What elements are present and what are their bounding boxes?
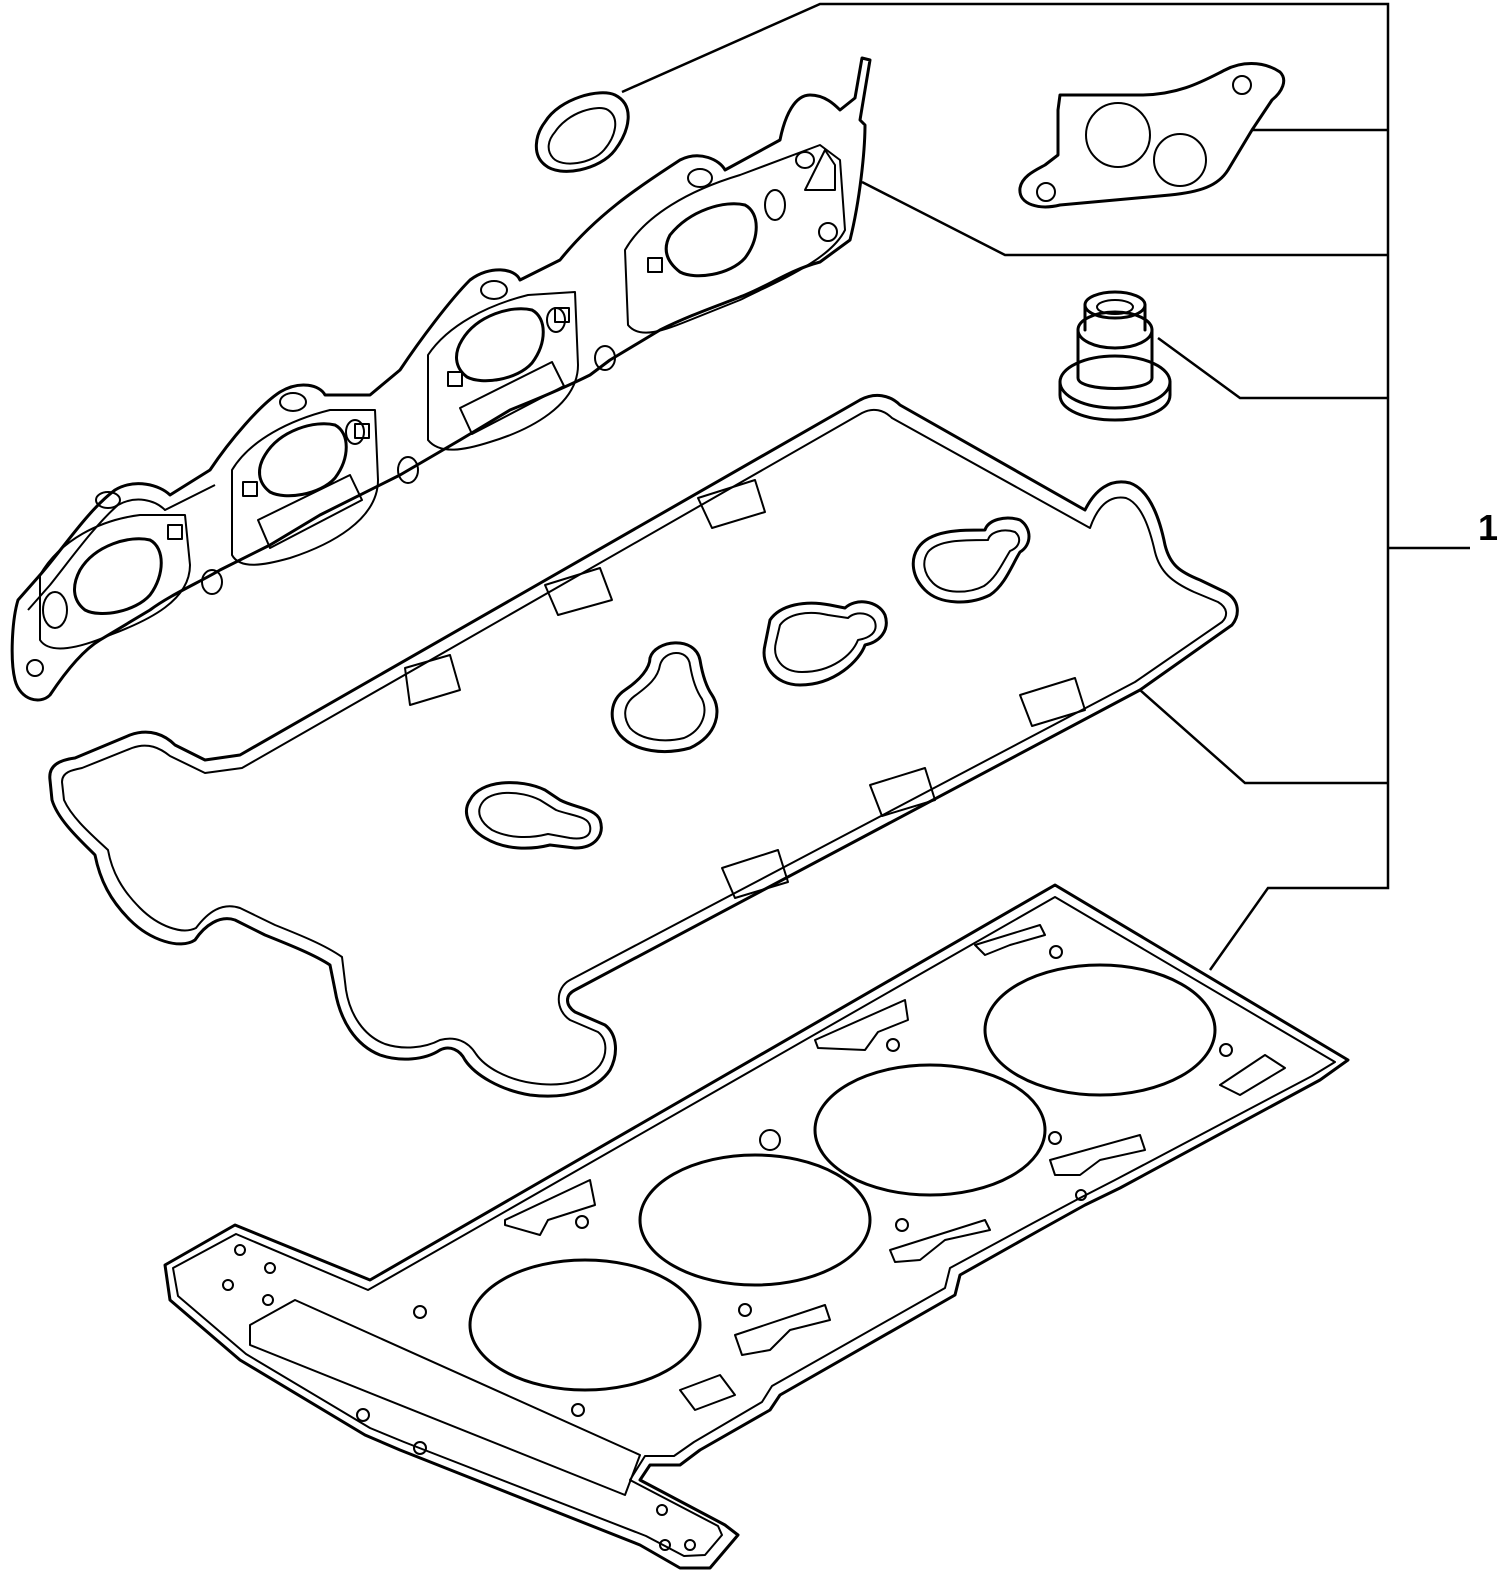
cylinder-bore-2: [638, 1153, 872, 1287]
leader-to-valve-cover-gasket: [1139, 689, 1388, 785]
callout-1: 1: [1478, 507, 1499, 548]
plug-well-seal-3: [762, 600, 888, 687]
manifold-port-1: [26, 491, 191, 677]
plug-well-seal-2: [610, 641, 719, 754]
plug-well-seal-1: [465, 781, 603, 850]
cylinder-bore-3: [813, 1063, 1047, 1197]
plug-well-seal-4: [911, 516, 1031, 604]
leader-to-spark-plug-seal: [1157, 336, 1388, 400]
manifold-port-2: [201, 392, 419, 595]
callout-bracket: [621, 2, 1470, 971]
flange-gasket: [1018, 62, 1286, 209]
manifold-port-4: [624, 144, 846, 334]
leader-to-exhaust-manifold-gasket: [861, 180, 1388, 257]
bracket-main: [621, 2, 1390, 971]
cylinder-head-gasket: [163, 883, 1350, 1570]
manifold-port-3: [427, 280, 616, 451]
cylinder-bore-1: [468, 1258, 702, 1392]
cylinder-bore-4: [983, 963, 1217, 1097]
oval-seal: [534, 91, 630, 173]
exhaust-manifold-gasket: [10, 56, 872, 702]
spark-plug-tube-seal: [1058, 290, 1172, 422]
valve-cover-gasket: [48, 393, 1239, 1098]
